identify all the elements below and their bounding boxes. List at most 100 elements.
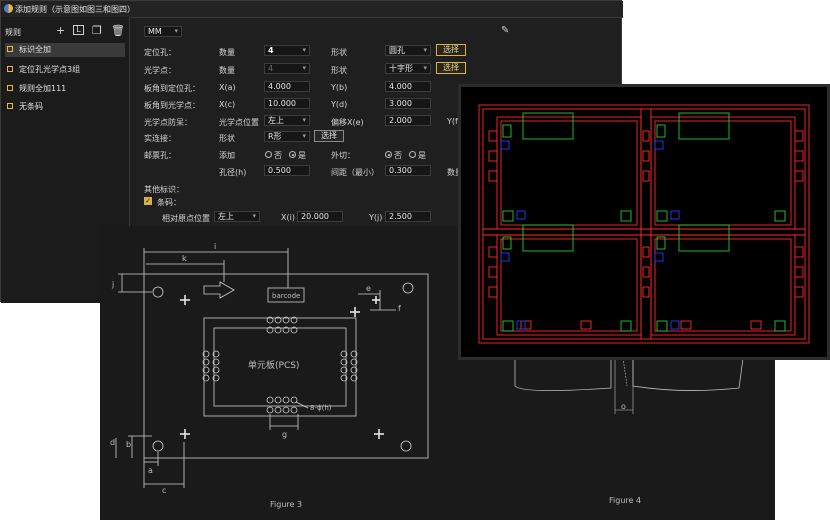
stamp-hole-count-label: 数量 xyxy=(447,168,463,177)
locating-hole-qty-select[interactable]: 4 xyxy=(264,45,310,56)
figure3-caption: Figure 3 xyxy=(270,500,303,509)
fiducial-qty-label: 数量 xyxy=(219,66,235,75)
barcode-x-input[interactable]: 20.000 xyxy=(297,211,343,222)
window-title: 添加规则（示意图如图三和图四） xyxy=(15,5,135,14)
rule-checkbox[interactable] xyxy=(7,66,13,72)
stamp-hole-gap-label: 间距（最小） xyxy=(331,168,379,177)
locating-hole-select-button[interactable]: 选择 xyxy=(436,44,466,56)
sidebar-item-rule-2[interactable]: 规则全加111 xyxy=(5,82,125,96)
figure3-drawing xyxy=(115,248,429,488)
stamp-hole-add-no-radio[interactable] xyxy=(265,151,272,158)
unit-select[interactable]: MM xyxy=(144,26,182,37)
sidebar-item-label: 定位孔光学点3组 xyxy=(19,65,81,74)
figure3-pcs-label: 单元板(PCS) xyxy=(248,361,300,371)
figure3-dim-c: c xyxy=(162,486,167,495)
delete-icon[interactable]: 🗑 xyxy=(111,24,125,37)
stamp-hole-dia-input[interactable]: 0.500 xyxy=(264,165,310,176)
sidebar-item-rule-1[interactable]: 定位孔光学点3组 xyxy=(5,63,125,77)
corner-to-fiducial-y-label: Y(d) xyxy=(331,100,348,109)
sidebar-item-rule-3[interactable]: 无条码 xyxy=(5,100,125,114)
figure4-drawing xyxy=(514,357,744,414)
pcb-panel-drawing xyxy=(478,104,810,344)
rule-checkbox[interactable] xyxy=(7,103,13,109)
sidebar-item-label: 规则全加111 xyxy=(19,84,67,93)
stamp-hole-gap-input[interactable]: 0.300 xyxy=(385,165,431,176)
figure3-panel: barcode 单元板(PCS) 8-ϕ(h) i k j b d a c e … xyxy=(100,226,504,520)
stamp-hole-label: 邮票孔： xyxy=(144,151,176,160)
figure3-hole-note: 8-ϕ(h) xyxy=(310,404,332,412)
figure3-dim-a: a xyxy=(148,466,153,475)
solid-connect-shape-select[interactable]: R形 xyxy=(264,131,310,142)
figure3-dim-j: j xyxy=(112,280,115,289)
solid-connect-label: 实连接： xyxy=(144,134,176,143)
solid-connect-select-button[interactable]: 选择 xyxy=(314,130,344,142)
corner-to-hole-x-label: X(a) xyxy=(219,83,236,92)
title-bar: 添加规则（示意图如图三和图四） xyxy=(1,1,623,18)
stamp-hole-add-label: 添加 xyxy=(219,151,235,160)
stamp-hole-cut-no-radio[interactable] xyxy=(385,151,392,158)
stamp-hole-cut-yes-radio[interactable] xyxy=(409,151,416,158)
figure3-dim-d: d xyxy=(110,438,116,447)
stamp-hole-add-yes-radio[interactable] xyxy=(289,151,296,158)
add-rule-icon[interactable]: L xyxy=(73,25,84,35)
sidebar-item-rule-0[interactable]: 标识全加 xyxy=(5,43,125,57)
stamp-hole-cut-no-label: 否 xyxy=(394,151,402,160)
locating-hole-shape-select[interactable]: 圆孔 xyxy=(385,45,431,56)
stamp-hole-dia-label: 孔径(h) xyxy=(219,168,247,177)
corner-to-fiducial-x-label: X(c) xyxy=(219,100,236,109)
fiducial-qty-select[interactable]: 4 xyxy=(264,63,310,74)
solid-connect-shape-label: 形状 xyxy=(219,134,235,143)
stamp-hole-add-yes-label: 是 xyxy=(298,151,306,160)
barcode-x-label: X(i) xyxy=(281,213,295,222)
sidebar-header: 规则 xyxy=(5,28,21,37)
locating-hole-qty-label: 数量 xyxy=(219,48,235,57)
fiducial-fool-pos-select[interactable]: 左上 xyxy=(264,115,310,126)
corner-to-hole-x-input[interactable]: 4.000 xyxy=(264,81,310,92)
figure3-dim-b: b xyxy=(126,440,132,449)
fiducial-fool-pos-label: 光学点位置 xyxy=(219,118,259,127)
stamp-hole-add-no-label: 否 xyxy=(274,151,282,160)
figure3-barcode: barcode xyxy=(272,292,301,300)
barcode-label: 条码： xyxy=(157,198,181,207)
edit-icon[interactable]: ✎ xyxy=(501,25,510,36)
barcode-ref-label: 相对原点位置 xyxy=(162,214,210,223)
stamp-hole-cut-yes-label: 是 xyxy=(418,151,426,160)
other-marks-label: 其他标识： xyxy=(144,185,184,194)
corner-to-fiducial-y-input[interactable]: 3.000 xyxy=(385,98,431,109)
fiducial-fool-offset-input[interactable]: 2.000 xyxy=(385,115,431,126)
corner-to-fiducial-label: 板角到光学点： xyxy=(144,101,200,110)
rule-checkbox[interactable] xyxy=(7,85,13,91)
corner-to-hole-y-label: Y(b) xyxy=(331,83,348,92)
figure3-dim-i: i xyxy=(214,242,217,251)
barcode-y-input[interactable]: 2.500 xyxy=(385,211,431,222)
corner-to-hole-label: 板角到定位孔： xyxy=(144,84,200,93)
sidebar-item-label: 无条码 xyxy=(19,102,43,111)
fiducial-shape-label: 形状 xyxy=(331,66,347,75)
fiducial-label: 光学点： xyxy=(144,66,176,75)
locating-hole-label: 定位孔： xyxy=(144,48,176,57)
corner-to-hole-y-input[interactable]: 4.000 xyxy=(385,81,431,92)
locating-hole-shape-label: 形状 xyxy=(331,48,347,57)
stamp-hole-cut-label: 外切： xyxy=(331,151,355,160)
figure4-pcb-panel xyxy=(458,84,830,360)
corner-to-fiducial-x-input[interactable]: 10.000 xyxy=(264,98,310,109)
fiducial-select-button[interactable]: 选择 xyxy=(436,62,466,74)
fiducial-fool-label: 光学点防呆： xyxy=(144,118,192,127)
barcode-ref-select[interactable]: 左上 xyxy=(214,211,260,222)
plus-icon[interactable]: + xyxy=(56,24,66,37)
figure4-dim-o: o xyxy=(621,402,626,411)
barcode-y-label: Y(j) xyxy=(369,213,383,222)
figure3-dim-g: g xyxy=(282,430,288,439)
fiducial-shape-select[interactable]: 十字形 xyxy=(385,63,431,74)
app-logo-icon xyxy=(4,4,13,13)
copy-icon[interactable]: ❐ xyxy=(92,24,102,37)
figure3-dim-e: e xyxy=(366,284,371,293)
sidebar-item-label: 标识全加 xyxy=(19,45,51,54)
rule-checkbox[interactable] xyxy=(7,46,13,52)
figure4-caption: Figure 4 xyxy=(609,496,642,505)
barcode-checkbox[interactable]: ✓ xyxy=(144,197,152,205)
figure3-dim-k: k xyxy=(182,254,187,263)
figure3-dim-f: f xyxy=(398,304,401,313)
figure4-panel: o Figure 4 xyxy=(463,357,775,520)
fiducial-fool-y-label: Y(f) xyxy=(447,117,461,126)
